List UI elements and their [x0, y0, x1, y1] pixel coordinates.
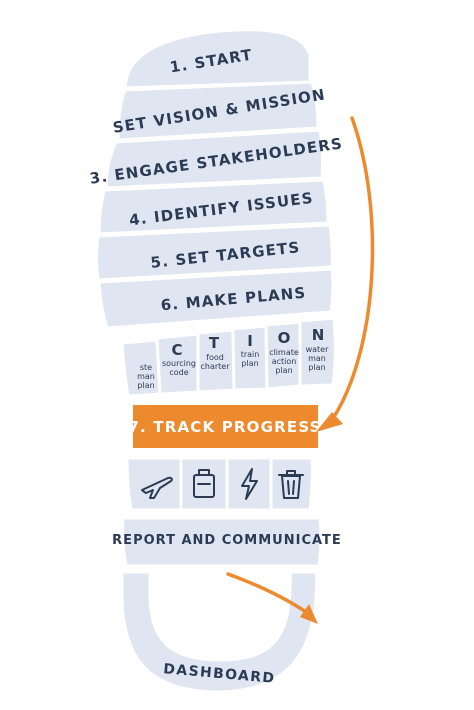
action-letter-i: I [247, 332, 253, 350]
fuel-can-icon [193, 469, 215, 498]
action-plan-line: plan [241, 359, 258, 368]
step-track-progress: 7. TRACK PROGRESS [128, 405, 321, 448]
action-plan-line: man [137, 372, 155, 381]
step-report-communicate: REPORT AND COMMUNICATE [112, 516, 342, 568]
step-vision-mission: SET VISION & MISSION [112, 80, 327, 142]
metrics-icon-row [125, 456, 314, 512]
action-plan-line: plan [137, 381, 154, 390]
icon-cell [225, 456, 273, 512]
lightning-icon [241, 468, 258, 500]
step-make-plans: 6. MAKE PLANS [97, 267, 335, 330]
step-engage-stakeholders: 3. ENGAGE STAKEHOLDERS [89, 128, 344, 190]
step-start: 1. START [123, 28, 312, 90]
action-plan-segment [120, 338, 162, 398]
dashboard-heel: DASHBOARD [120, 570, 319, 694]
airplane-icon [141, 476, 173, 499]
action-plan-line: code [169, 368, 188, 377]
track-progress-bar [133, 405, 318, 448]
action-plan-line: food [206, 353, 224, 362]
flow-arrow-right [316, 116, 375, 432]
action-letter-c: C [171, 341, 182, 359]
step-set-targets: 5. SET TARGETS [95, 223, 334, 282]
step-identify-issues: 4. IDENTIFY ISSUES [97, 178, 330, 236]
action-letter-n: N [312, 326, 325, 344]
action-plan-line: plan [275, 366, 292, 375]
action-plans-row: ste man plan C sourcing code T food char… [120, 316, 337, 398]
action-plan-segment [298, 316, 337, 388]
flow-arrow-heel [226, 572, 318, 624]
action-plan-line: ste [140, 363, 152, 372]
action-plan-line: water [306, 345, 330, 354]
icon-cell [269, 456, 314, 512]
action-plan-line: action [272, 357, 297, 366]
action-letter-o: O [278, 329, 291, 347]
track-progress-label: 7. TRACK PROGRESS [128, 418, 321, 436]
action-plan-line: train [241, 350, 260, 359]
action-plan-line: charter [200, 362, 230, 371]
action-plan-line: sourcing [162, 359, 196, 368]
action-plan-line: man [308, 354, 326, 363]
trash-bin-icon [278, 470, 304, 499]
report-communicate-label: REPORT AND COMMUNICATE [112, 533, 342, 548]
action-plan-line: climate [269, 348, 299, 357]
action-letter-t: T [209, 334, 220, 352]
action-plan-line: plan [308, 363, 325, 372]
